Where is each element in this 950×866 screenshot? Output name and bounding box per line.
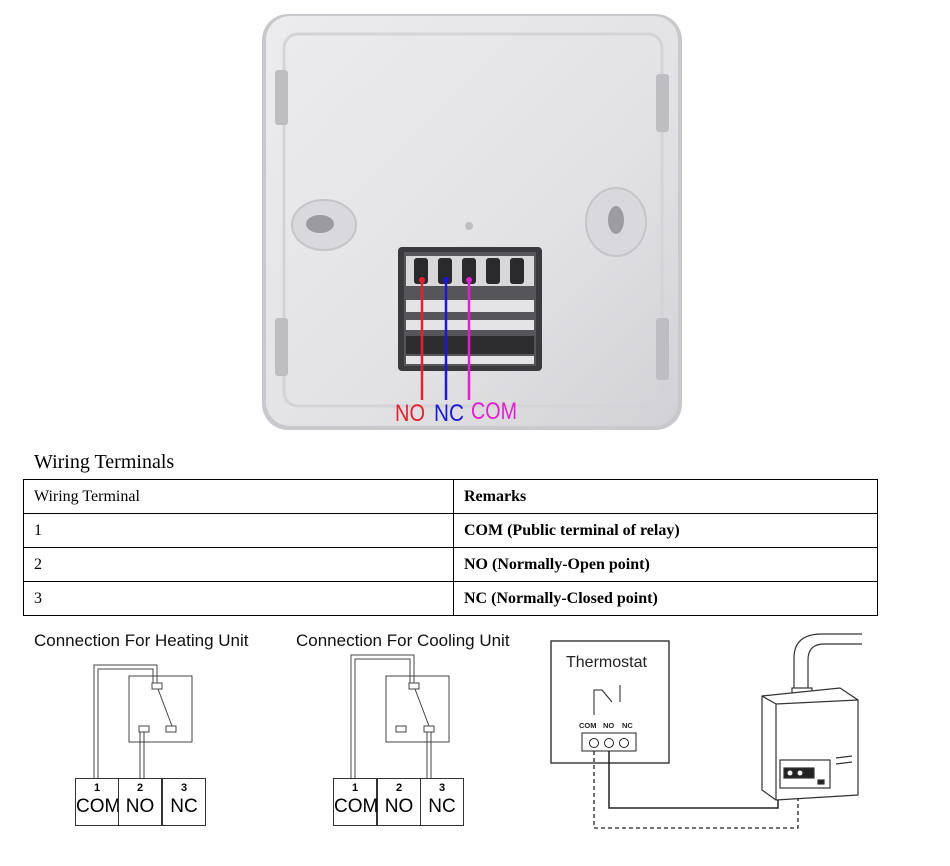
table-row: 1 COM (Public terminal of relay)	[23, 513, 878, 548]
heating-diagram-title: Connection For Heating Unit	[34, 631, 249, 650]
photo-label-nc: NC	[434, 400, 464, 427]
cooling-wiring-diagram	[350, 654, 450, 778]
side-slot	[275, 70, 288, 125]
boiler-unit	[761, 633, 862, 801]
svg-text:NC: NC	[622, 721, 633, 730]
table-cell: 1	[23, 513, 454, 548]
photo-label-com: COM	[471, 398, 517, 425]
side-slot	[275, 318, 288, 376]
photo-label-no: NO	[395, 400, 425, 427]
wiring-terminals-table: Wiring Terminal Remarks 1 COM (Public te…	[23, 479, 878, 616]
thermostat-back-photo: NO NC COM	[262, 14, 682, 430]
table-cell: 2	[23, 547, 454, 582]
header-wiring-terminal: Wiring Terminal	[23, 479, 454, 514]
side-slot	[656, 74, 669, 132]
plate	[266, 16, 678, 426]
table-row: 2 NO (Normally-Open point)	[23, 547, 878, 582]
cooling-terminal-nc: 3 NC	[420, 778, 464, 826]
header-remarks: Remarks	[453, 479, 878, 514]
table-row: 3 NC (Normally-Closed point)	[23, 581, 878, 616]
svg-text:COM: COM	[579, 721, 597, 730]
table-title: Wiring Terminals	[34, 451, 175, 473]
heating-terminal-nc: 3 NC	[162, 778, 206, 826]
table-header-row: Wiring Terminal Remarks	[23, 479, 878, 514]
connection-wire-dashed	[593, 751, 799, 829]
side-slot	[656, 318, 669, 380]
table-cell: COM (Public terminal of relay)	[453, 513, 878, 548]
heating-terminal-no: 2 NO	[118, 778, 162, 826]
boiler-connection-diagram: Thermostat COM NO NC	[550, 633, 862, 829]
cooling-terminal-no: 2 NO	[377, 778, 421, 826]
cooling-terminal-com: 1 COM	[333, 778, 378, 826]
thermostat-label: Thermostat	[566, 654, 647, 671]
table-cell: 3	[23, 581, 454, 616]
cooling-diagram-title: Connection For Cooling Unit	[296, 631, 510, 650]
table-cell: NO (Normally-Open point)	[453, 547, 878, 582]
table-cell: NC (Normally-Closed point)	[453, 581, 878, 616]
svg-text:NO: NO	[603, 721, 614, 730]
heating-wiring-diagram	[93, 664, 193, 778]
heating-terminal-com: 1 COM	[75, 778, 120, 826]
